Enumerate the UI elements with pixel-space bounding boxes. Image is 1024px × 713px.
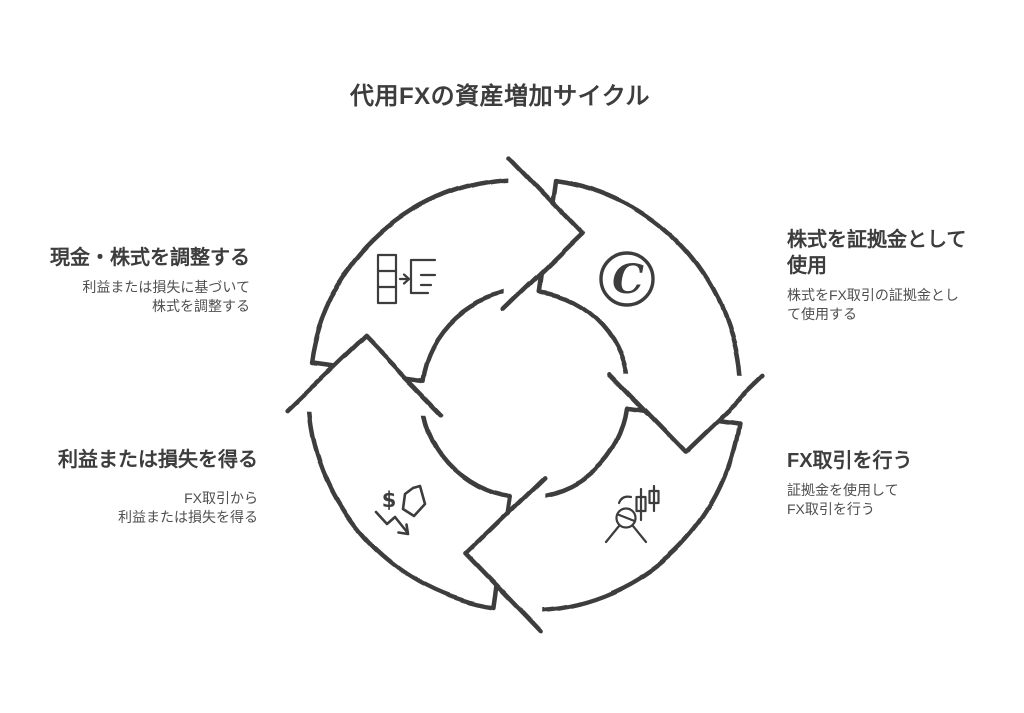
cycle-arrow-path: [608, 373, 763, 453]
cycle-arrow-path: [309, 397, 511, 608]
cycle-arrow-path: [466, 477, 546, 632]
cycle-arrow-bodies: [306, 175, 744, 613]
cycle-arrow-path: [606, 370, 765, 455]
step-description: 株式をFX取引の証拠金とし て使用する: [787, 287, 959, 322]
circled-c-coin-icon: C: [599, 251, 655, 307]
step-heading: 現金・株式を調整する: [50, 247, 250, 269]
svg-text:$: $: [382, 488, 397, 512]
step-bottom-right: FX取引を行う 証拠金を使用して FX取引を行う: [787, 448, 982, 519]
step-description: 利益または損失に基づいて 株式を調整する: [82, 279, 250, 314]
step-bottom-left: 利益または損失を得る FX取引から 利益または損失を得る: [0, 447, 258, 527]
cycle-arrow-path: [526, 406, 630, 500]
portfolio-adjust-icon: [376, 253, 437, 305]
step-heading: FX取引を行う: [787, 450, 913, 472]
cycle-arrows: [285, 154, 765, 634]
cycle-arrow-path: [308, 175, 520, 367]
cycle-arrow-path: [528, 408, 739, 610]
cycle-arrow-path: [552, 177, 744, 389]
cycle-arrow-path: [420, 288, 524, 382]
cycle-arrow-path: [306, 399, 498, 611]
step-top-left: 現金・株式を調整する 利益または損失に基づいて 株式を調整する: [0, 245, 250, 316]
cycle-arrow-path: [530, 421, 742, 613]
cycle-arrow-path: [419, 395, 513, 499]
page-title: 代用FXの資産増加サイクル: [350, 83, 650, 110]
svg-text:C: C: [612, 256, 644, 303]
cycle-arrow-path: [501, 154, 586, 313]
cycle-arrow-path: [537, 289, 631, 393]
step-description: FX取引から 利益または損失を得る: [118, 490, 258, 525]
cycle-arrow-path: [311, 178, 522, 380]
step-heading: 利益または損失を得る: [58, 449, 258, 471]
cycle-arrow-heads: [285, 154, 765, 634]
step-heading: 株式を証拠金として 使用: [787, 229, 967, 277]
trader-candlestick-icon: [604, 484, 660, 544]
dollar-loss-arrow-icon: $: [374, 484, 427, 536]
step-description: 証拠金を使用して FX取引を行う: [787, 482, 899, 517]
cycle-arrow-path: [464, 475, 549, 634]
cycle-arrow-path: [539, 180, 741, 391]
cycle-arrow-path: [287, 335, 442, 415]
cycle-arrow-path: [285, 333, 444, 418]
step-top-right: 株式を証拠金として 使用 株式をFX取引の証拠金とし て使用する: [787, 227, 982, 324]
cycle-arrow-path: [504, 156, 584, 311]
